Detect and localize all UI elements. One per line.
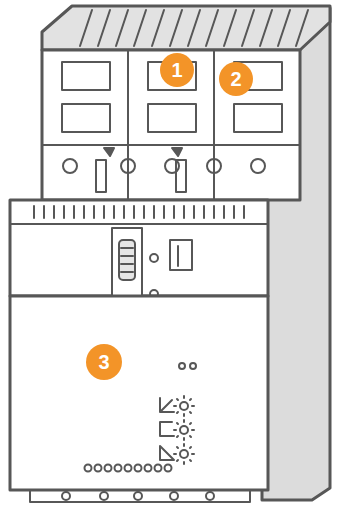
- callout-number: 2: [216, 67, 256, 91]
- connector-port: [112, 228, 192, 298]
- callout-number: 3: [84, 350, 124, 374]
- top-cap: [42, 6, 330, 50]
- panel-details: [30, 363, 250, 502]
- front-lower: [10, 296, 268, 490]
- front-upper: [10, 200, 268, 296]
- callout-number: 1: [157, 58, 197, 82]
- vent-slots: [10, 206, 268, 224]
- top-slots: [80, 10, 308, 46]
- terminal-details: [42, 50, 300, 200]
- terminal-block: [42, 50, 300, 200]
